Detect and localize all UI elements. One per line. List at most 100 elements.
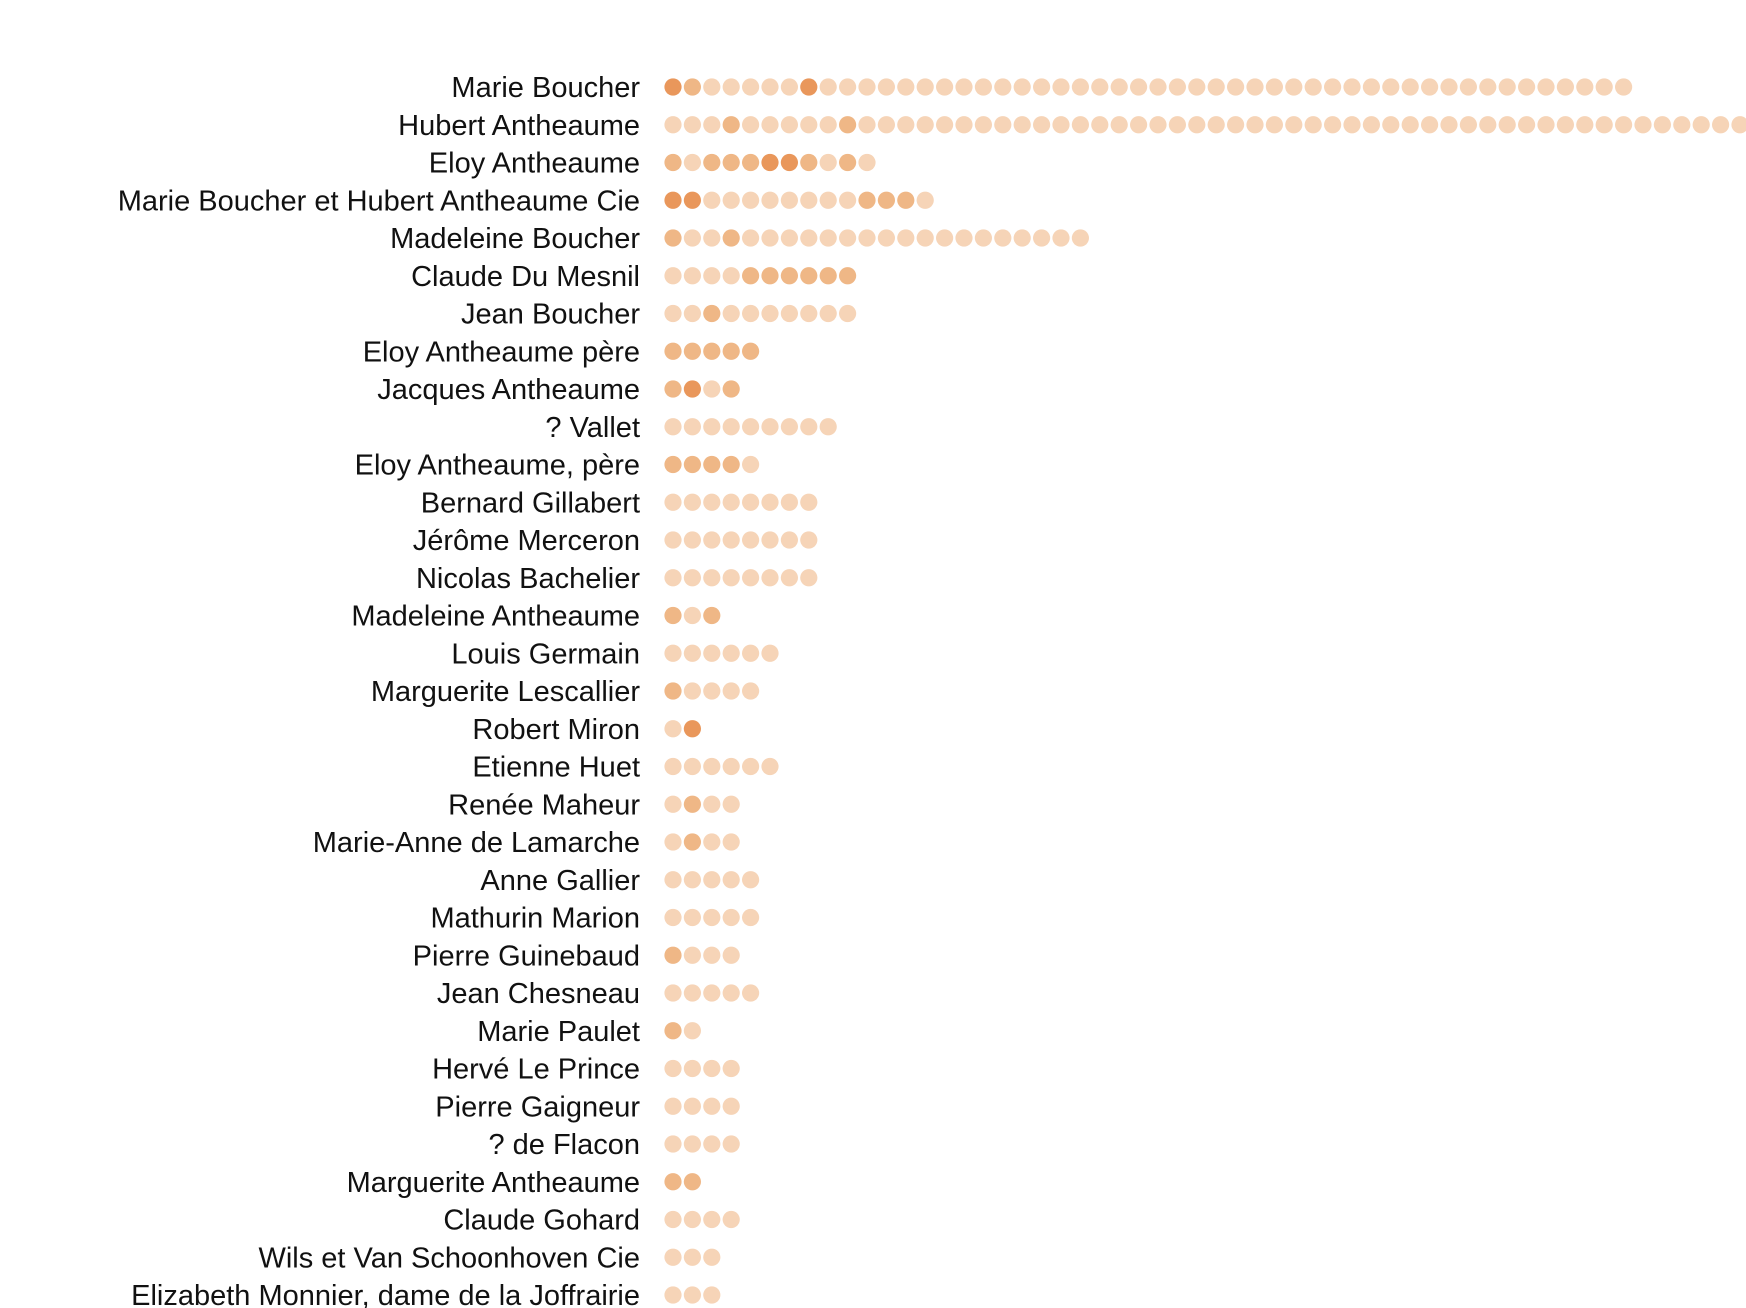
dot-mark (664, 1059, 682, 1078)
row-label: Anne Gallier (480, 865, 640, 897)
dot-mark (683, 1135, 702, 1153)
dot-mark (742, 908, 760, 927)
dot-mark (722, 871, 740, 889)
dot-mark (1459, 78, 1477, 96)
dot-mark (683, 1173, 702, 1191)
dot-mark (703, 795, 721, 813)
dot-mark (703, 757, 721, 776)
dot-mark (742, 757, 760, 776)
dot-mark (664, 984, 682, 1002)
dot-mark (994, 229, 1012, 247)
dot-mark (742, 229, 760, 247)
dot-mark (664, 1022, 682, 1040)
row-label: Marguerite Antheaume (347, 1167, 640, 1199)
row-label: Jacques Antheaume (377, 374, 640, 406)
dot-mark (819, 267, 837, 285)
dot-mark (1537, 116, 1555, 134)
dot-mark (703, 380, 721, 398)
dot-mark (683, 1248, 702, 1266)
dot-mark (703, 833, 721, 851)
dot-mark (916, 116, 934, 134)
dot-mark (1459, 116, 1477, 134)
dot-mark (664, 757, 682, 776)
dot-mark (683, 267, 702, 285)
dot-mark (683, 795, 702, 813)
dot-mark (761, 267, 779, 285)
dot-mark (722, 1059, 740, 1078)
row-label: Claude Gohard (443, 1205, 640, 1237)
dot-mark (761, 493, 779, 511)
dot-mark (955, 229, 973, 247)
dot-mark (780, 229, 799, 247)
dot-mark (780, 116, 799, 134)
dot-mark (780, 267, 799, 285)
dot-mark (703, 418, 721, 436)
dot-mark (1033, 229, 1051, 247)
dot-mark (1110, 78, 1128, 96)
dot-mark (722, 418, 740, 436)
dot-mark (722, 795, 740, 813)
dot-mark (703, 569, 721, 587)
dot-mark (722, 267, 740, 285)
dot-mark (1013, 229, 1031, 247)
dot-mark (1595, 116, 1613, 134)
dot-mark (742, 78, 760, 96)
dot-mark (800, 153, 818, 172)
dot-mark (683, 455, 702, 474)
dot-mark (916, 78, 934, 96)
dot-mark (703, 153, 721, 172)
dot-mark (703, 116, 721, 134)
dot-mark (722, 984, 740, 1002)
dot-mark (664, 682, 682, 700)
dot-mark (1033, 78, 1051, 96)
row-label: Marie Paulet (477, 1016, 640, 1048)
dot-mark (722, 1097, 740, 1115)
dot-mark (703, 908, 721, 927)
dot-mark (1013, 116, 1031, 134)
dot-mark (1071, 229, 1089, 247)
dot-mark (703, 1059, 721, 1078)
dot-mark (683, 78, 702, 96)
dot-mark (761, 116, 779, 134)
dot-mark (936, 229, 954, 247)
dot-mark (1130, 116, 1148, 134)
dot-mark (761, 304, 779, 323)
dot-mark (742, 531, 760, 549)
dot-mark (1207, 116, 1225, 134)
dot-mark (664, 1286, 682, 1304)
dot-mark (703, 1248, 721, 1266)
dot-mark (664, 1210, 682, 1229)
dot-mark (819, 153, 837, 172)
dot-mark (683, 946, 702, 964)
dot-mark (683, 984, 702, 1002)
dot-mark (819, 229, 837, 247)
dot-mark (683, 1022, 702, 1040)
dot-mark (683, 569, 702, 587)
dot-mark (722, 493, 740, 511)
dot-mark (722, 757, 740, 776)
dot-mark (858, 116, 876, 134)
dot-mark (780, 493, 799, 511)
dot-mark (1265, 78, 1283, 96)
dot-mark (683, 191, 702, 209)
dot-mark (1304, 78, 1322, 96)
dot-mark (819, 304, 837, 323)
dot-mark (742, 418, 760, 436)
dot-mark (800, 418, 818, 436)
dot-mark (1401, 116, 1419, 134)
dot-mark (858, 153, 876, 172)
dot-mark (722, 908, 740, 927)
dot-mark (1052, 78, 1070, 96)
dot-mark (703, 871, 721, 889)
dot-mark (839, 116, 857, 134)
dot-mark (683, 871, 702, 889)
dot-mark (916, 229, 934, 247)
dot-mark (742, 153, 760, 172)
row-label: Marguerite Lescallier (371, 676, 641, 708)
dot-mark (742, 455, 760, 474)
dot-mark (742, 682, 760, 700)
dot-mark (1362, 116, 1380, 134)
dot-mark (1110, 116, 1128, 134)
dot-mark (683, 908, 702, 927)
